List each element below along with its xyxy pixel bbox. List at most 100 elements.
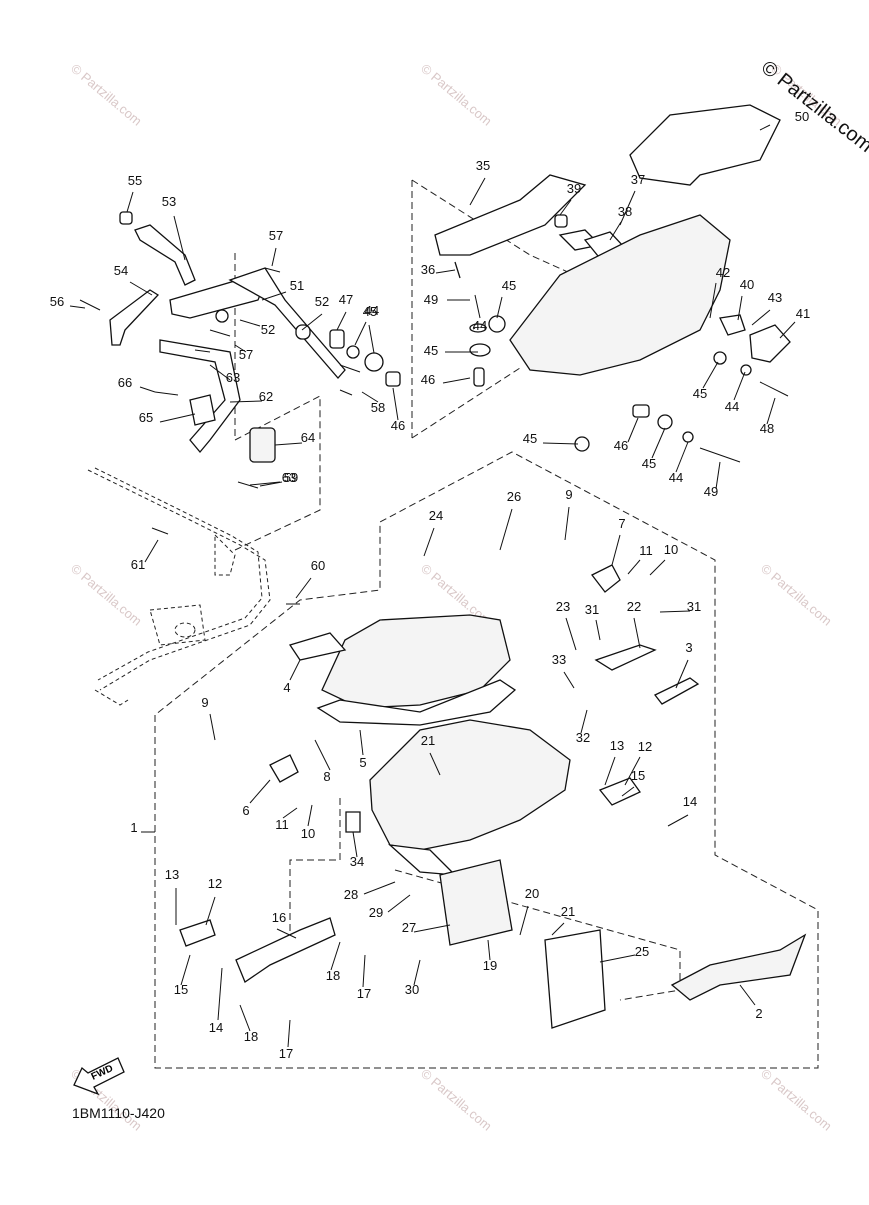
leader-line <box>287 1019 291 1048</box>
collar-46a <box>385 371 401 387</box>
callout-57: 57 <box>239 347 253 362</box>
grommet-45a <box>364 352 384 372</box>
hinge-16 <box>235 917 336 983</box>
diagram-code: 1BM1110-J420 <box>72 1105 165 1121</box>
collar-52b <box>215 309 229 323</box>
callout-55: 55 <box>128 173 142 188</box>
bolt-49 <box>699 447 741 463</box>
leader-line <box>423 527 435 557</box>
leader-line <box>139 386 156 393</box>
callout-28: 28 <box>344 887 358 902</box>
damper-65 <box>189 394 216 426</box>
callout-41: 41 <box>796 306 810 321</box>
bolt-49b <box>474 294 481 319</box>
collar-46b <box>632 404 650 418</box>
watermark-text: © Partzilla.com <box>758 561 835 629</box>
leader-line <box>633 617 641 649</box>
leader-line <box>234 344 247 353</box>
leader-line <box>159 413 196 423</box>
callout-16: 16 <box>272 910 286 925</box>
callout-8: 8 <box>323 769 330 784</box>
callout-15: 15 <box>631 768 645 783</box>
leader-line <box>542 442 579 445</box>
leader-line <box>429 752 441 776</box>
callout-35: 35 <box>476 158 490 173</box>
callout-53: 53 <box>162 194 176 209</box>
frame-hole <box>174 622 196 638</box>
callout-14: 14 <box>683 794 697 809</box>
fwd-arrow-icon <box>73 1057 125 1096</box>
leader-line <box>609 221 622 241</box>
leader-line <box>442 377 471 384</box>
plate-25 <box>439 859 513 946</box>
leader-line <box>359 729 364 756</box>
reflector-64 <box>249 427 276 463</box>
callout-52: 52 <box>315 294 329 309</box>
callout-10: 10 <box>664 542 678 557</box>
washer-44c <box>682 431 694 443</box>
leader-line <box>564 506 570 541</box>
leader-line <box>649 559 666 576</box>
leader-line <box>209 713 216 741</box>
callout-39: 39 <box>567 181 581 196</box>
leader-line <box>435 269 456 274</box>
strip-3 <box>653 677 700 705</box>
leader-line <box>217 967 223 1021</box>
callout-11: 11 <box>639 543 653 558</box>
callout-7: 7 <box>618 516 625 531</box>
leader-line <box>739 984 756 1006</box>
case-lower <box>388 844 457 876</box>
callout-12: 12 <box>208 876 222 891</box>
hinge-7 <box>591 564 621 593</box>
callout-56: 56 <box>50 294 64 309</box>
leader-line <box>368 324 375 354</box>
callout-6: 6 <box>242 803 249 818</box>
leader-line <box>519 905 529 936</box>
grab-bar-62 <box>159 339 241 454</box>
callout-10: 10 <box>301 826 315 841</box>
leader-line <box>565 617 577 651</box>
callout-13: 13 <box>610 738 624 753</box>
leader-line <box>659 610 691 613</box>
callout-46: 46 <box>421 372 435 387</box>
callout-17: 17 <box>357 986 371 1001</box>
leader-line <box>580 709 588 734</box>
trunk-assembly <box>179 564 807 1029</box>
leader-line <box>209 364 231 381</box>
callout-63: 63 <box>226 370 240 385</box>
callout-44: 44 <box>365 303 379 318</box>
callout-54: 54 <box>114 263 128 278</box>
leader-line <box>487 939 491 961</box>
leader-line <box>599 954 636 963</box>
stay-54 <box>109 289 160 346</box>
callout-44: 44 <box>473 318 487 333</box>
leader-line <box>274 442 303 446</box>
callout-48: 48 <box>760 421 774 436</box>
lock-34 <box>345 811 361 833</box>
leader-line <box>619 190 636 226</box>
watermark-text: © Partzilla.com <box>418 61 495 129</box>
leader-line <box>472 327 476 330</box>
frame-tube <box>87 469 271 691</box>
leader-line <box>559 199 572 216</box>
callout-14: 14 <box>209 1020 223 1035</box>
nut-39 <box>554 214 568 228</box>
callout-45: 45 <box>424 343 438 358</box>
callout-20: 20 <box>525 886 539 901</box>
bolt-48 <box>759 381 789 397</box>
callout-59: 59 <box>284 470 298 485</box>
lid-5 <box>321 614 511 709</box>
case-body <box>369 719 571 851</box>
leader-line <box>282 807 298 819</box>
watermark-text: © Partzilla.com <box>68 61 145 129</box>
leader-line <box>667 814 689 827</box>
watermark-text: © Partzilla.com <box>758 1066 835 1134</box>
callout-45: 45 <box>523 431 537 446</box>
leader-line <box>675 441 689 473</box>
callout-1: 1 <box>130 820 137 835</box>
leader-line <box>563 671 575 689</box>
rack-parts <box>79 211 401 605</box>
base-35 <box>434 174 587 256</box>
